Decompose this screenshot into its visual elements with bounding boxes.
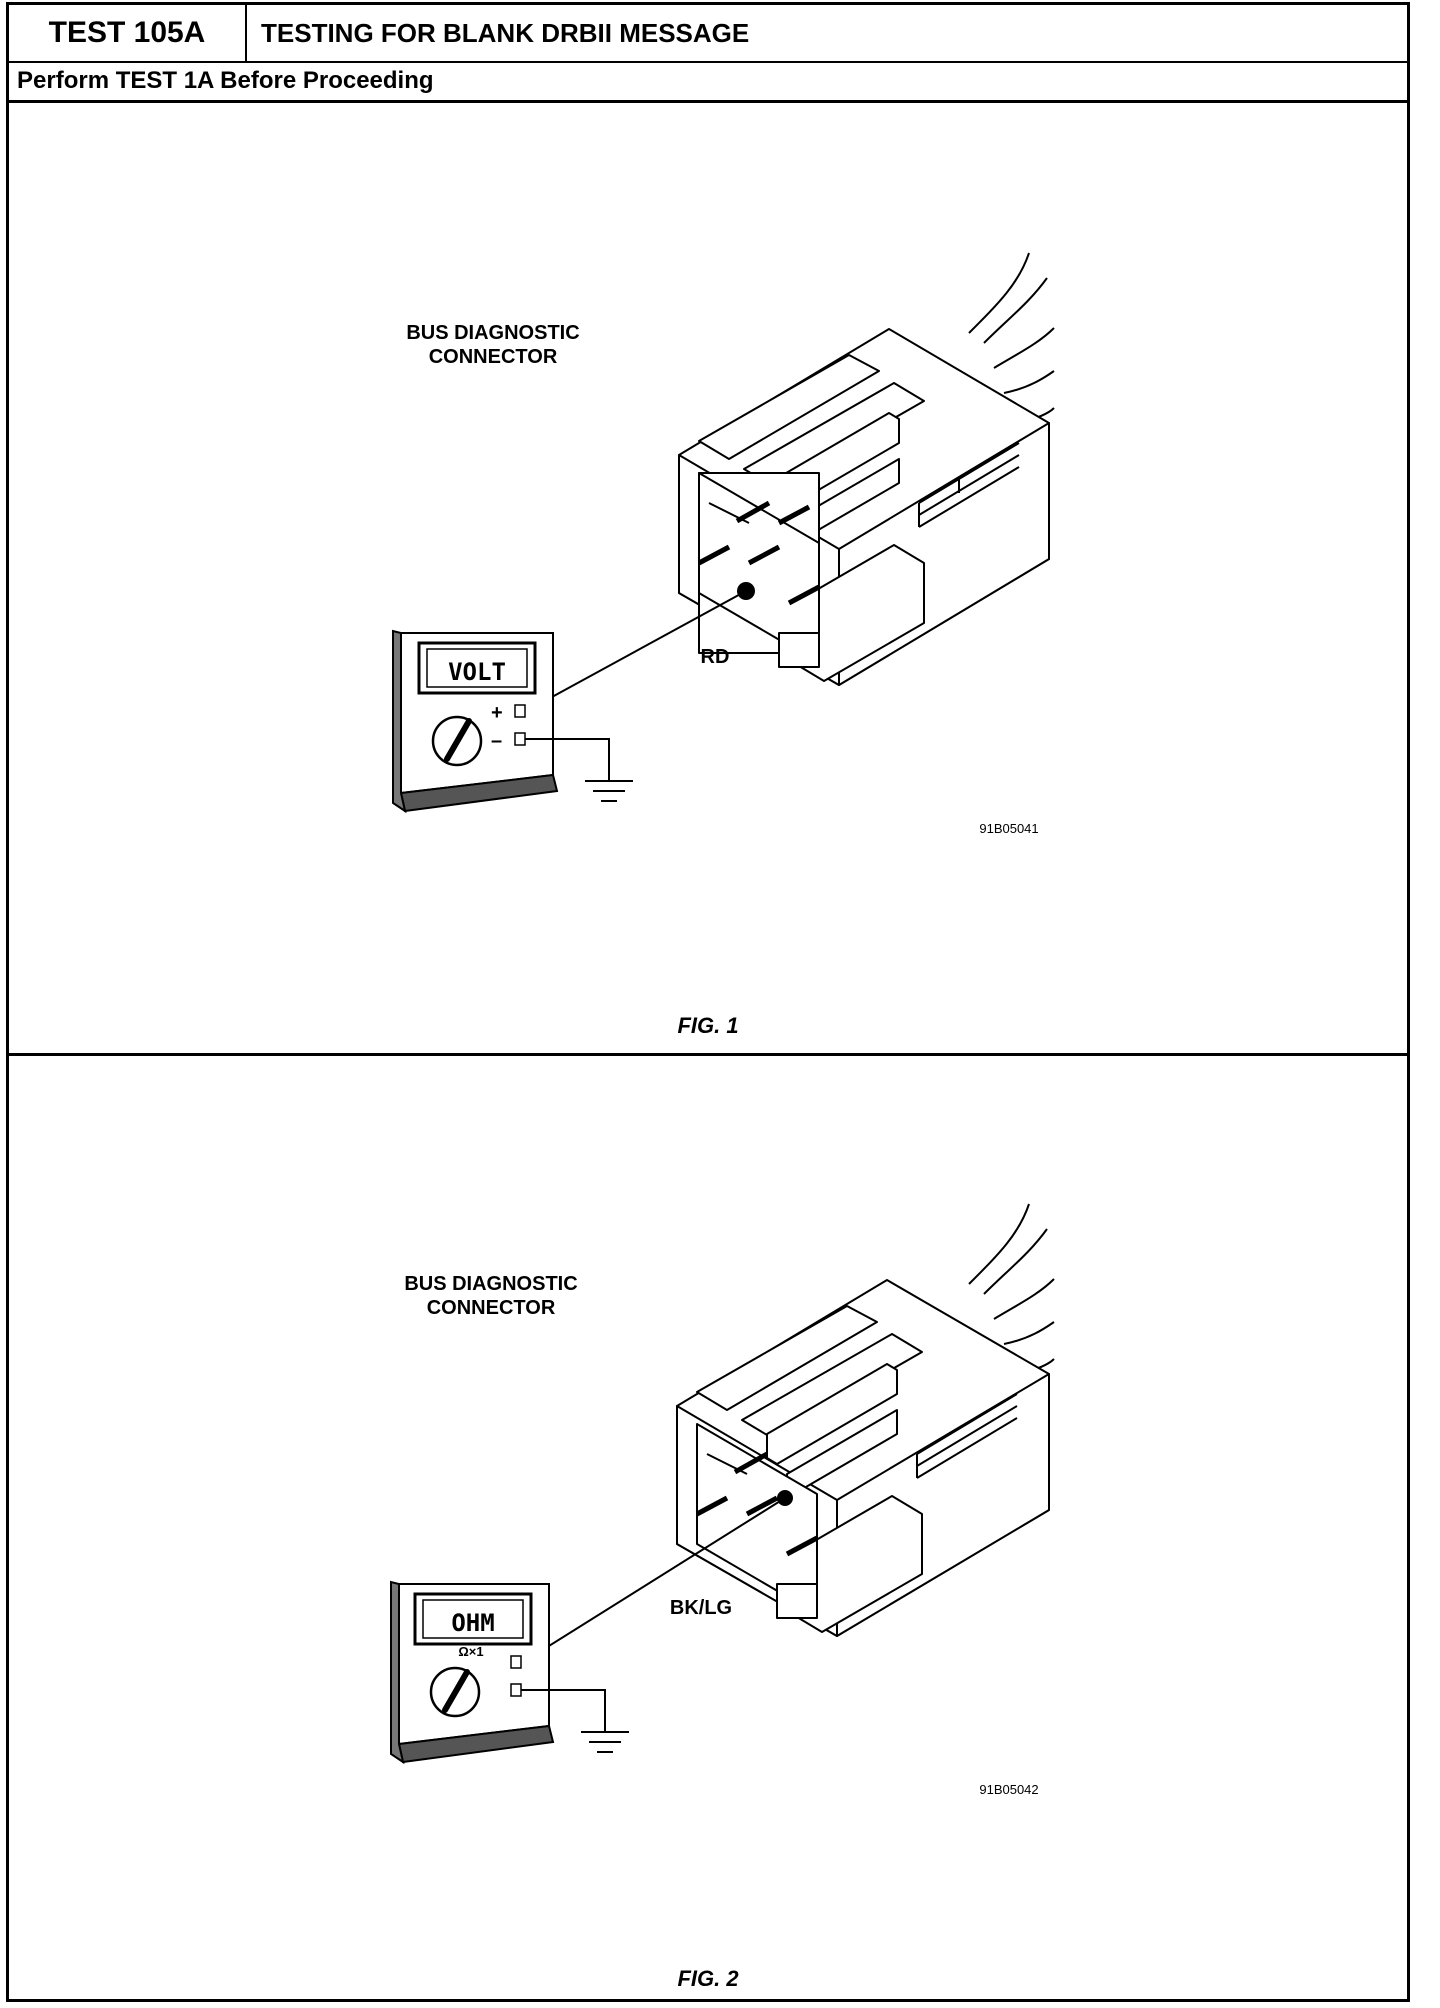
test-id: TEST 105A	[9, 5, 247, 61]
figure-1: VOLT + – BUS DIAGNOSTIC CONNECTOR RD 91B…	[9, 103, 1407, 1053]
figure-divider	[9, 1053, 1407, 1056]
prerequisite-note: Perform TEST 1A Before Proceeding	[9, 61, 1407, 103]
harness-wires	[968, 1203, 1055, 1375]
ground-lead	[521, 1689, 606, 1732]
meter-display-text: OHM	[451, 1609, 494, 1637]
multimeter	[392, 629, 559, 814]
connector-label-line1: BUS DIAGNOSTIC	[406, 322, 579, 344]
test-sheet: TEST 105A TESTING FOR BLANK DRBII MESSAG…	[6, 2, 1410, 2002]
figure-2-caption: FIG. 2	[677, 1966, 739, 1991]
wire-color-label: BK/LG	[670, 1597, 732, 1619]
header-row: TEST 105A TESTING FOR BLANK DRBII MESSAG…	[9, 5, 1407, 63]
probe-minus-sign: –	[491, 730, 502, 752]
figure-ref-code: 91B05041	[979, 821, 1038, 836]
figure-1-caption: FIG. 1	[677, 1013, 739, 1038]
meter-range-label: Ω×1	[458, 1644, 483, 1659]
multimeter	[390, 1580, 555, 1765]
ground-symbol	[581, 1731, 629, 1753]
wire-color-label: RD	[701, 646, 730, 668]
test-title: TESTING FOR BLANK DRBII MESSAGE	[261, 17, 750, 48]
connector-label-line2: CONNECTOR	[429, 346, 558, 368]
bus-diagnostic-connector	[678, 328, 1050, 686]
figure-2-diagram: OHM Ω×1 BUS DIAGNOSTIC CONNECTOR BK/LG 9…	[390, 1203, 1055, 1797]
connector-label-line1: BUS DIAGNOSTIC	[404, 1273, 577, 1295]
connector-label-line2: CONNECTOR	[427, 1297, 556, 1319]
probe-plus-sign: +	[491, 702, 503, 724]
ground-symbol	[585, 780, 633, 802]
ground-lead	[525, 738, 610, 781]
figure-2: OHM Ω×1 BUS DIAGNOSTIC CONNECTOR BK/LG 9…	[9, 1056, 1407, 2002]
positive-test-lead	[518, 590, 747, 716]
figure-1-diagram: VOLT + – BUS DIAGNOSTIC CONNECTOR RD 91B…	[392, 252, 1055, 836]
positive-test-lead	[516, 1497, 786, 1667]
meter-display-text: VOLT	[448, 658, 506, 686]
figure-ref-code: 91B05042	[979, 1782, 1038, 1797]
bus-diagnostic-connector	[676, 1279, 1050, 1637]
